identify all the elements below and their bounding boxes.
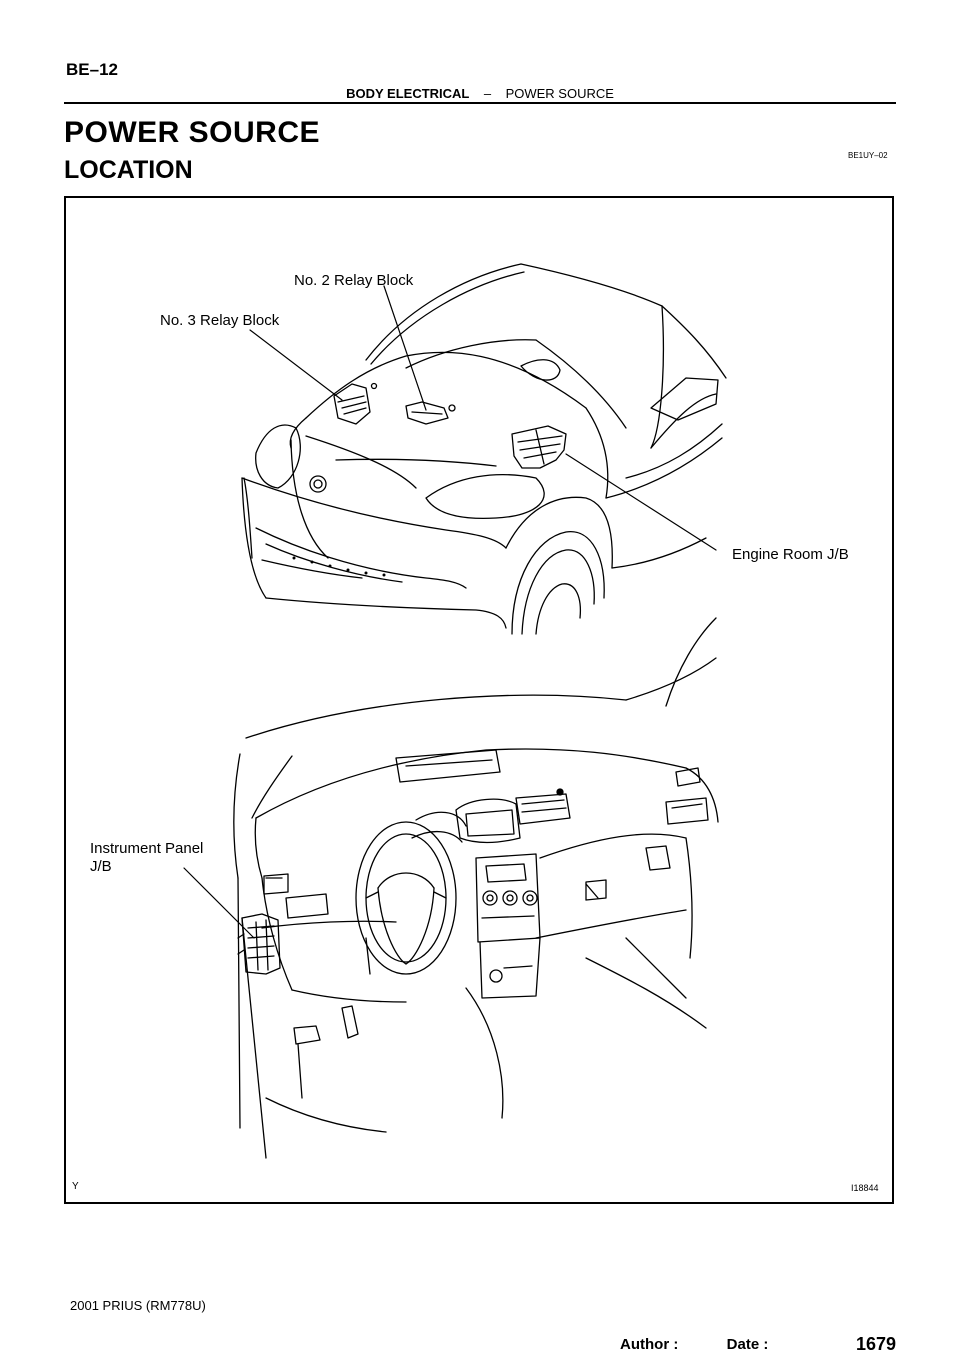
running-header: BODY ELECTRICAL – POWER SOURCE (0, 86, 960, 101)
leader-engine-room-jb (565, 453, 717, 551)
instrument-panel-drawing (233, 617, 719, 1159)
car-front-drawing (241, 263, 727, 635)
section-name: BODY ELECTRICAL (346, 86, 470, 101)
location-illustration (183, 263, 727, 1159)
figure-id: I18844 (851, 1183, 879, 1193)
leader-relay-block-2 (383, 285, 427, 411)
date-label: Date : (726, 1336, 769, 1353)
leader-instrument-panel-jb (183, 867, 255, 939)
label-engine-room-jb: Engine Room J/B (732, 546, 849, 563)
header-separator: – (483, 86, 492, 101)
footer-meta: Author : Date : (620, 1336, 768, 1353)
section-heading: LOCATION (64, 156, 193, 184)
leader-lines (183, 285, 717, 939)
label-instrument-panel-line2: J/B (90, 858, 112, 875)
label-no3-relay-block: No. 3 Relay Block (160, 312, 280, 329)
figure-corner-mark: Y (72, 1181, 79, 1192)
leader-relay-block-3 (249, 329, 343, 401)
header-rule (64, 102, 896, 104)
author-label: Author : (620, 1336, 679, 1353)
subsection-name: POWER SOURCE (505, 86, 614, 101)
footer-model: 2001 PRIUS (RM778U) (70, 1298, 206, 1313)
document-code: BE1UY–02 (848, 151, 888, 160)
page-number: 1679 (856, 1334, 897, 1354)
page-id: BE–12 (66, 60, 118, 79)
label-instrument-panel-jb: Instrument Panel J/B (90, 840, 203, 876)
location-figure: No. 2 Relay Block No. 3 Relay Block Engi… (64, 196, 894, 1204)
page-title: POWER SOURCE (64, 116, 321, 149)
label-instrument-panel-line1: Instrument Panel (90, 840, 204, 857)
label-no2-relay-block: No. 2 Relay Block (294, 272, 414, 289)
